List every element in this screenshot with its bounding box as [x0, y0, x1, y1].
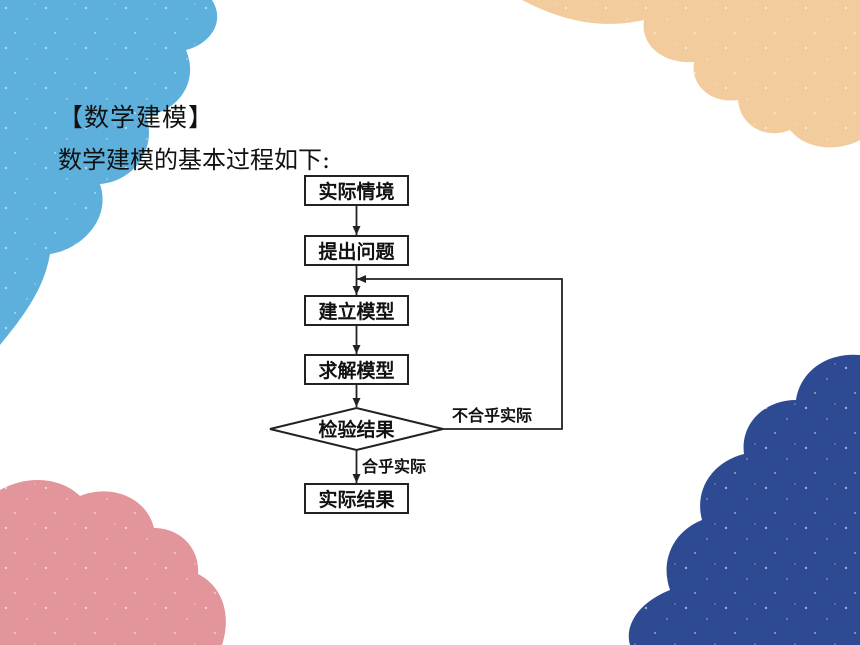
label-solve-model: 求解模型	[318, 359, 394, 382]
label-build-model: 建立模型	[318, 300, 394, 323]
box-solve-model	[304, 354, 409, 385]
cloud-top-left	[0, 0, 218, 345]
box-real-situation	[304, 175, 409, 206]
label-check-result: 检验结果	[318, 418, 394, 441]
box-real-result	[304, 483, 409, 514]
label-pose-question: 提出问题	[318, 240, 394, 263]
section-heading: 【数学建模】	[58, 103, 215, 132]
cloud-top-right	[522, 0, 860, 148]
label-not-realistic: 不合乎实际	[452, 406, 532, 425]
label-real-situation: 实际情境	[318, 180, 394, 203]
box-build-model	[304, 295, 409, 326]
cloud-bottom-left	[0, 479, 226, 645]
arrow-feedback-loop	[357, 275, 563, 430]
cloud-bottom-right	[628, 354, 860, 645]
label-realistic: 合乎实际	[362, 457, 426, 476]
label-real-result: 实际结果	[318, 488, 394, 511]
intro-text: 数学建模的基本过程如下:	[58, 146, 331, 174]
